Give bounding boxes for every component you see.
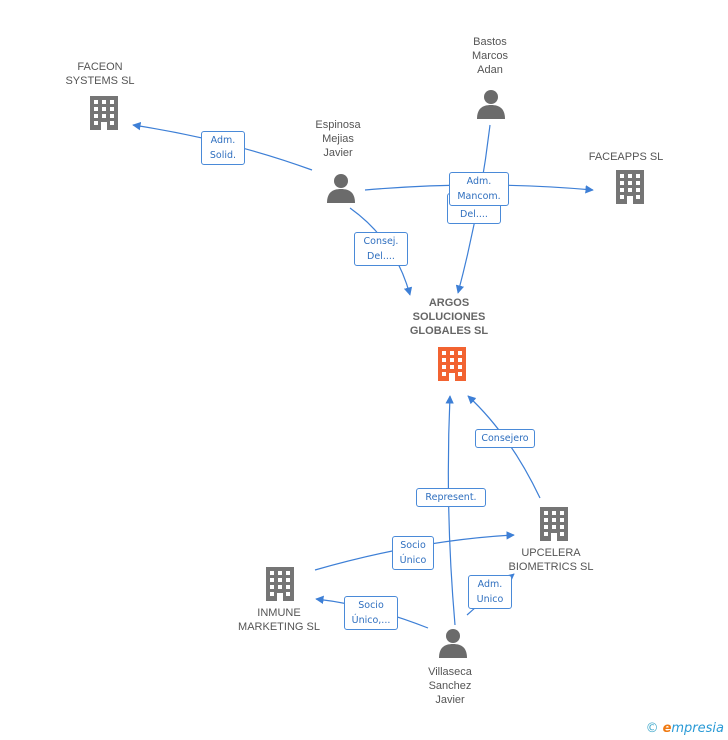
node-label-argos[interactable]: ARGOS SOLUCIONES GLOBALES SL [409, 297, 489, 337]
node-label-faceon[interactable]: FACEON SYSTEMS SL [65, 61, 135, 87]
edge-label-socio-unico-2[interactable]: Socio Único,... [344, 596, 398, 630]
building-icon [90, 96, 118, 130]
edge-label-adm-solid[interactable]: Adm. Solid. [201, 131, 245, 165]
node-label-villaseca[interactable]: Villaseca Sanchez Javier [428, 666, 472, 706]
edge-label-adm-mancom[interactable]: Adm. Mancom. [449, 172, 509, 206]
brand-logo: ©empresia [646, 721, 724, 736]
node-label-inmune[interactable]: INMUNE MARKETING SL [238, 607, 320, 633]
edge-villaseca-argos [445, 395, 456, 626]
building-icon [616, 170, 644, 204]
copyright-icon: © [645, 721, 659, 736]
node-label-faceapps[interactable]: FACEAPPS SL [588, 151, 664, 163]
edge-label-adm-unico[interactable]: Adm. Unico [468, 575, 512, 609]
building-icon [540, 507, 568, 541]
edge-label-consej-del[interactable]: Consej. Del.... [354, 232, 408, 266]
node-label-espinosa[interactable]: Espinosa Mejias Javier [315, 119, 361, 159]
brand-name: mpresia [671, 721, 724, 736]
node-label-upcelera[interactable]: UPCELERA BIOMETRICS SL [508, 547, 594, 573]
edge-label-represent[interactable]: Represent. [416, 488, 486, 507]
person-icon [439, 629, 467, 658]
edge-label-socio-unico[interactable]: Socio Único [392, 536, 434, 570]
person-icon [477, 90, 505, 119]
node-label-bastos[interactable]: Bastos Marcos Adan [471, 36, 509, 76]
building-icon [438, 347, 466, 381]
building-icon [266, 567, 294, 601]
person-icon [327, 174, 355, 203]
edge-label-consejero[interactable]: Consejero [475, 429, 535, 448]
brand-e: e [662, 721, 672, 736]
